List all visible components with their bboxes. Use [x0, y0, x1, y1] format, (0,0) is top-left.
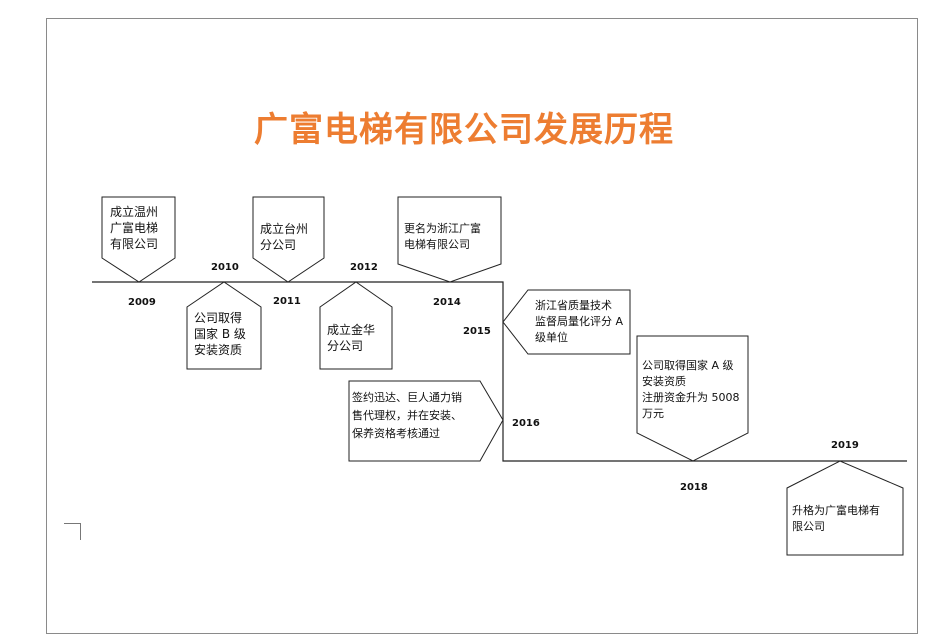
year-label-2012: 2012: [350, 262, 378, 273]
event-callout-2015: [502, 289, 631, 355]
event-text-2016: 签约迅达、巨人通力销 售代理权，并在安装、 保养资格考核通过: [352, 391, 462, 440]
event-text-2019: 升格为广富电梯有 限公司: [792, 504, 880, 533]
event-callout-2014: [397, 196, 502, 283]
event-text-2011: 成立台州 分公司: [260, 222, 309, 252]
year-label-2015: 2015: [463, 326, 491, 337]
event-text-2015: 浙江省质量技术 监督局量化评分 A 级单位: [535, 299, 624, 344]
event-callout-2011: [252, 196, 325, 283]
event-callout-2016: [348, 380, 504, 462]
page-frame: [46, 18, 918, 634]
event-text-2012: 成立金华 分公司: [327, 323, 376, 353]
year-label-2016: 2016: [512, 418, 540, 429]
event-callout-2010: [186, 281, 262, 370]
event-callout-2018: [636, 335, 749, 462]
event-text-2014: 更名为浙江广富 电梯有限公司: [404, 222, 481, 251]
event-callout-2009: [101, 196, 176, 283]
year-label-2011: 2011: [273, 296, 301, 307]
event-text-2010: 公司取得 国家 B 级 安装资质: [194, 311, 246, 357]
year-label-2014: 2014: [433, 297, 461, 308]
year-label-2018: 2018: [680, 482, 708, 493]
page-title: 广富电梯有限公司发展历程: [254, 110, 674, 150]
corner-mark: [64, 523, 81, 540]
event-text-2018: 公司取得国家 A 级 安装资质 注册资金升为 5008 万元: [642, 359, 740, 420]
year-label-2019: 2019: [831, 440, 859, 451]
event-callout-2019: [786, 460, 904, 556]
event-callout-2012: [319, 281, 393, 370]
timeline-axis: [92, 281, 907, 462]
event-text-2009: 成立温州 广富电梯 有限公司: [110, 205, 159, 251]
year-label-2009: 2009: [128, 297, 156, 308]
year-label-2010: 2010: [211, 262, 239, 273]
